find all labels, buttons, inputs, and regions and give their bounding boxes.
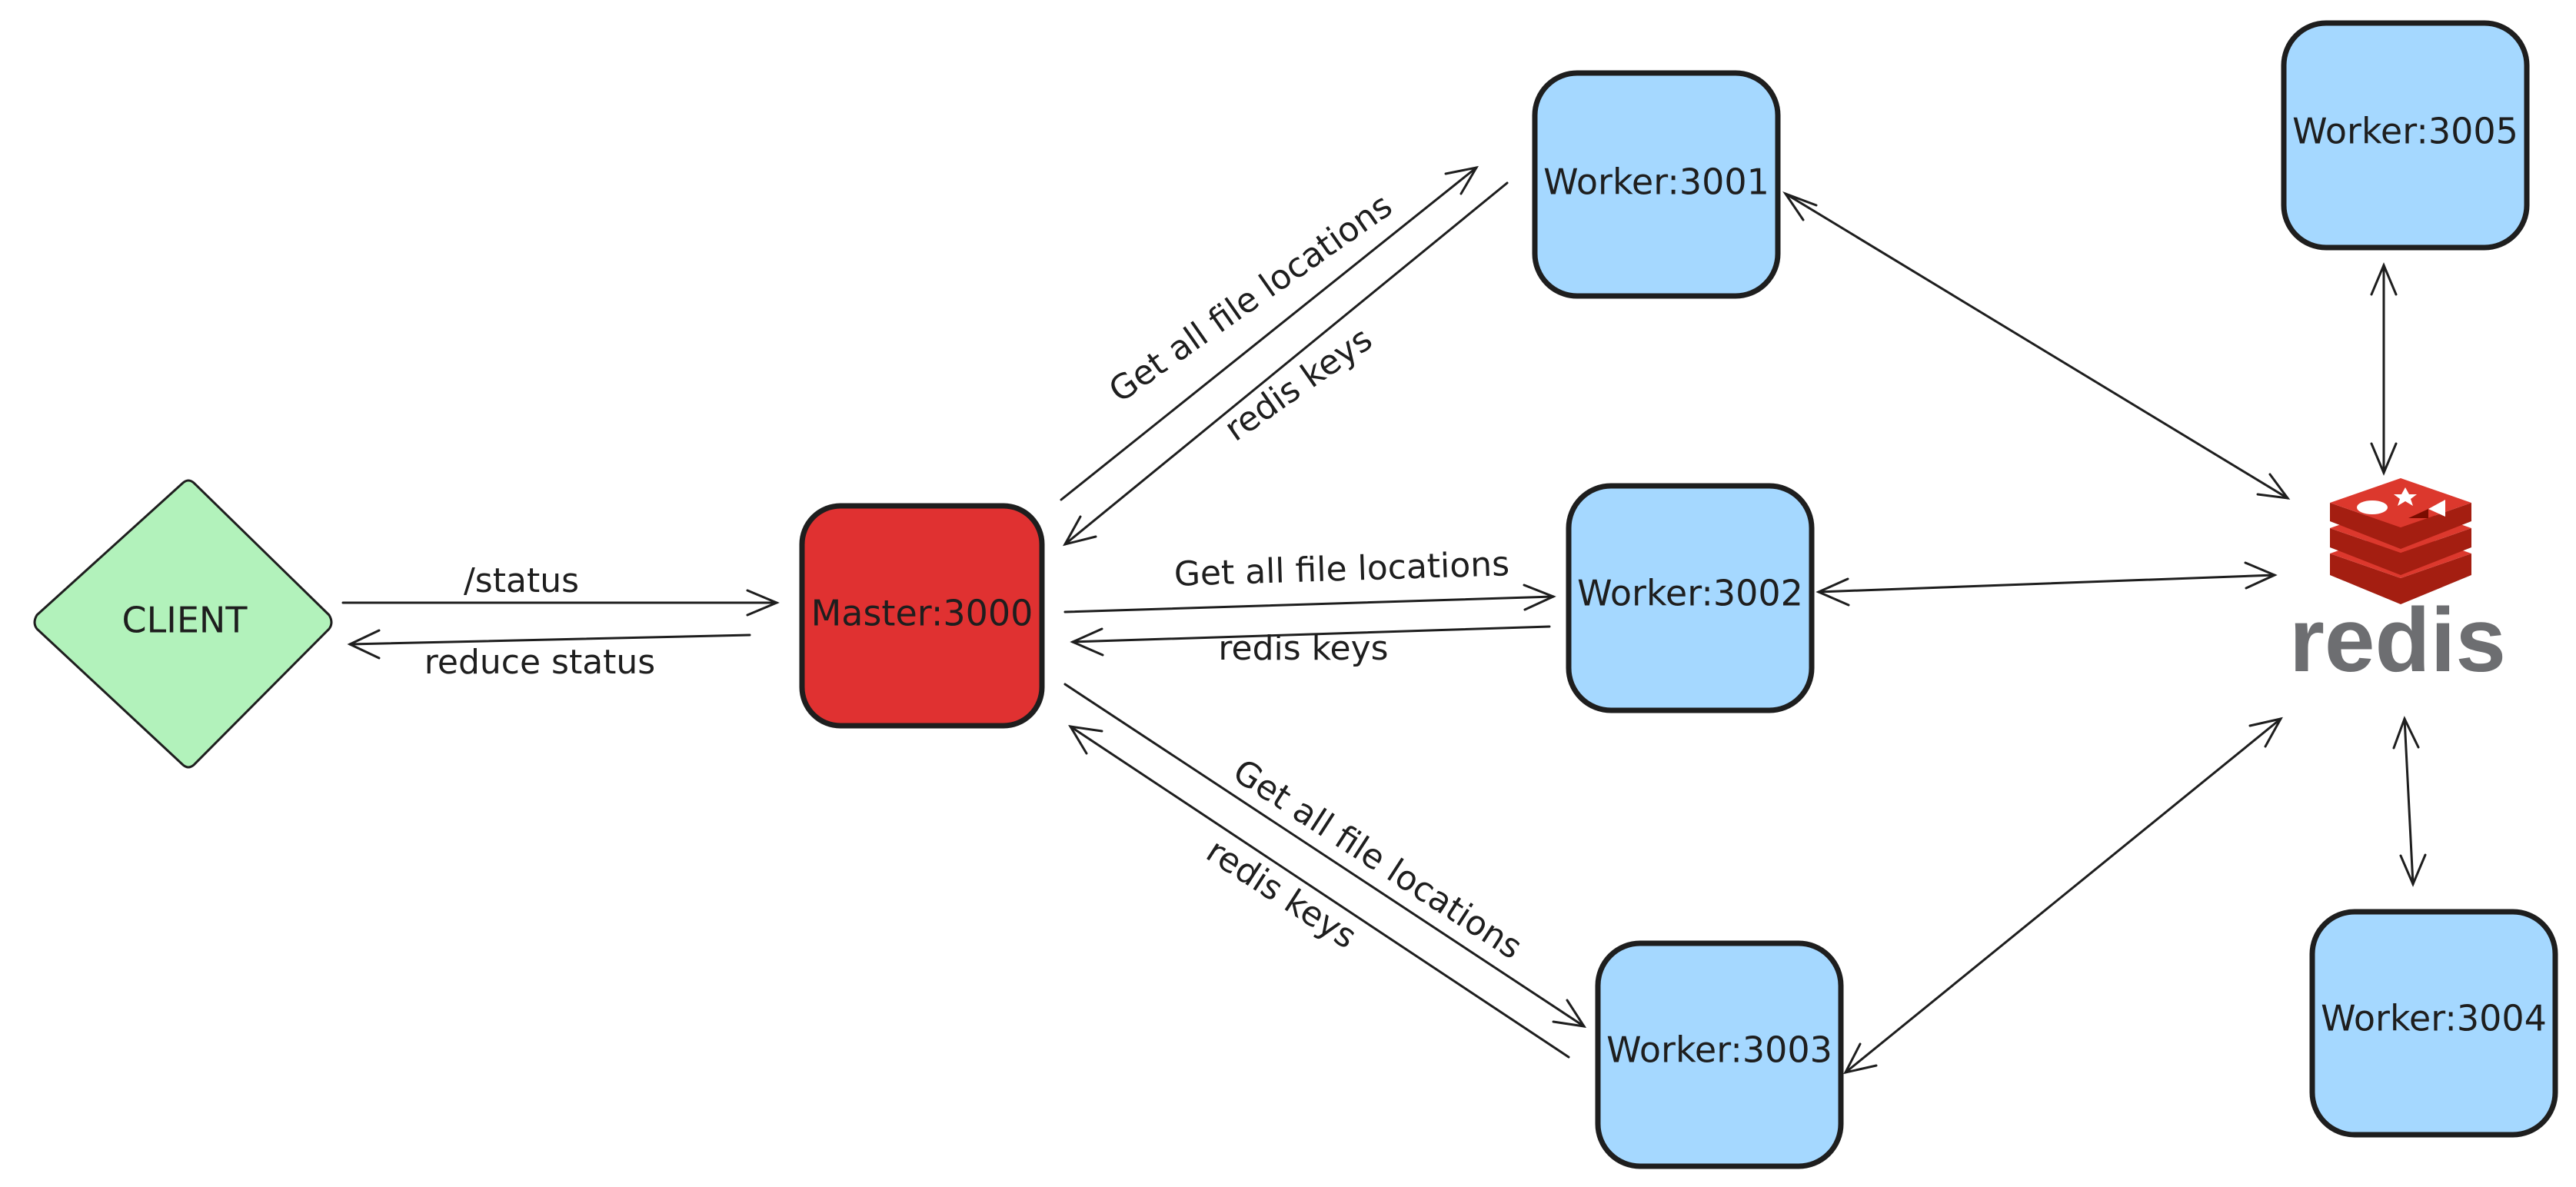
worker-3001-shape — [1532, 70, 1781, 299]
worker-3001-node[interactable]: Worker:3001 — [1532, 70, 1781, 299]
arrow-master-to-worker-3001 — [1060, 165, 1479, 501]
worker-3004-label: Worker:3004 — [2321, 998, 2547, 1039]
arrow-redis-worker-3004 — [2392, 716, 2427, 887]
arrow-master-to-worker-3003 — [1063, 683, 1587, 1028]
master-label: Master:3000 — [811, 593, 1033, 634]
label-worker-3002-to-master: redis keys — [1218, 629, 1388, 668]
worker-3005-shape — [2281, 20, 2530, 251]
arrow-master-to-client — [347, 629, 751, 660]
worker-3003-label: Worker:3003 — [1606, 1029, 1832, 1071]
redis-label: redis — [2289, 590, 2506, 691]
label-master-to-worker-3001: Get all file locations — [1102, 186, 1399, 411]
worker-3005-label: Worker:3005 — [2292, 111, 2518, 152]
client-shape — [33, 479, 333, 769]
worker-3001-label: Worker:3001 — [1543, 161, 1769, 203]
master-shape — [799, 503, 1045, 729]
master-node[interactable]: Master:3000 — [799, 503, 1045, 729]
worker-3005-node[interactable]: Worker:3005 — [2281, 20, 2530, 251]
worker-3002-shape — [1566, 483, 1815, 713]
redis-logo-icon — [2330, 478, 2471, 604]
worker-3002-node[interactable]: Worker:3002 — [1566, 483, 1815, 713]
arrow-worker-3002-to-master — [1070, 625, 1551, 657]
worker-3003-node[interactable]: Worker:3003 — [1595, 940, 1844, 1169]
arrow-client-to-master — [341, 589, 780, 617]
redis-node[interactable]: redis — [2289, 478, 2506, 691]
worker-3004-node[interactable]: Worker:3004 — [2309, 909, 2558, 1138]
label-master-to-client: reduce status — [424, 643, 655, 682]
arrow-worker-3002-redis — [1816, 561, 2278, 607]
arrow-worker-3005-redis — [2370, 262, 2398, 476]
client-node[interactable]: CLIENT — [33, 479, 333, 769]
arrow-worker-3003-to-master — [1068, 725, 1570, 1059]
label-master-to-worker-3002: Get all file locations — [1173, 544, 1510, 594]
arrow-master-to-worker-3002 — [1063, 584, 1556, 613]
label-worker-3001-to-master: redis keys — [1217, 320, 1379, 450]
worker-3002-label: Worker:3002 — [1577, 573, 1803, 614]
worker-3004-shape — [2309, 909, 2558, 1138]
arrow-worker-3001-to-master — [1063, 181, 1509, 547]
worker-3003-shape — [1595, 940, 1844, 1169]
client-label: CLIENT — [122, 600, 248, 641]
label-client-to-master: /status — [464, 561, 579, 600]
arrow-worker-3001-redis — [1782, 191, 2291, 500]
arrow-worker-3003-redis — [1843, 717, 2283, 1075]
